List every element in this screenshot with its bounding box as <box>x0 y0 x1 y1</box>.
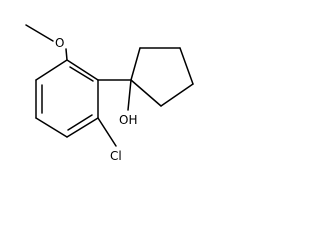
atom-label-oxygen: O <box>55 36 64 50</box>
cyclopentanol-group: OH <box>97 47 194 127</box>
cyclopentane-bond-4 <box>160 83 194 107</box>
bond-ring-chlorine <box>97 117 117 147</box>
ring-bond-1 <box>66 59 99 81</box>
chemical-structure: O Cl OH <box>25 24 194 163</box>
methoxy-group: O <box>25 24 68 61</box>
atom-label-chlorine: Cl <box>110 149 122 163</box>
atom-label-hydroxyl: OH <box>119 113 137 127</box>
ring-double-bond-inner-2 <box>67 114 93 131</box>
ring-bond-4 <box>35 117 68 138</box>
chlorine-substituent: Cl <box>97 117 122 163</box>
ring-bond-3 <box>66 117 99 138</box>
ring-bond-6 <box>35 59 68 81</box>
cyclopentane-bond-3 <box>179 47 194 85</box>
ring-double-bond-inner-1 <box>69 66 94 82</box>
cyclopentane-bond-1 <box>130 47 141 81</box>
cyclopentane-bond-5 <box>130 79 162 107</box>
bond-oxygen-ring <box>65 48 68 61</box>
benzene-ring <box>35 59 99 138</box>
bond-carbinol-hydroxyl <box>127 79 132 111</box>
bond-methyl-oxygen <box>25 24 54 42</box>
